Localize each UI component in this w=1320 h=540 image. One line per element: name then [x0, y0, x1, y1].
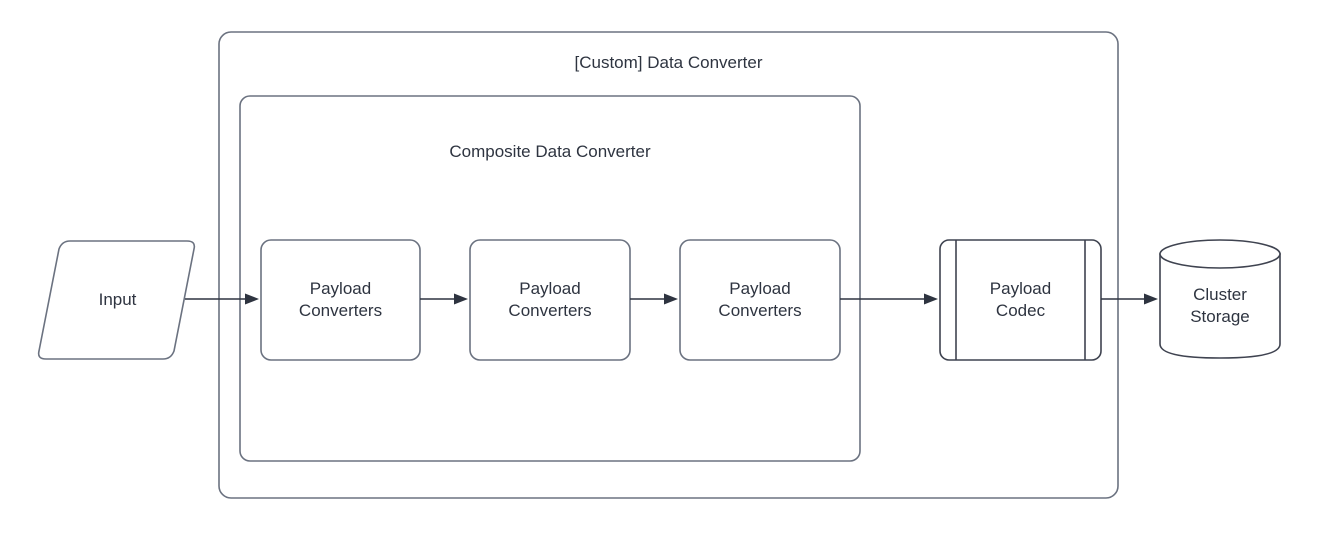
cluster-storage-top [1159, 239, 1281, 269]
cluster-storage-body[interactable] [1159, 253, 1281, 359]
edge-converters2-to-converters3-arrowhead [664, 293, 678, 305]
payload-converters-box-3[interactable] [679, 239, 841, 361]
payload-converters-box-2[interactable] [469, 239, 631, 361]
payload-converters-box-1[interactable] [260, 239, 421, 361]
payload-codec-box[interactable] [939, 239, 1102, 361]
edge-codec-to-storage-arrowhead [1144, 293, 1158, 305]
edge-input-to-converters1-arrowhead [245, 293, 259, 305]
input-shape[interactable] [37, 240, 196, 360]
edge-converters1-to-converters2-arrowhead [454, 293, 468, 305]
edge-converters3-to-codec-arrowhead [924, 293, 938, 305]
